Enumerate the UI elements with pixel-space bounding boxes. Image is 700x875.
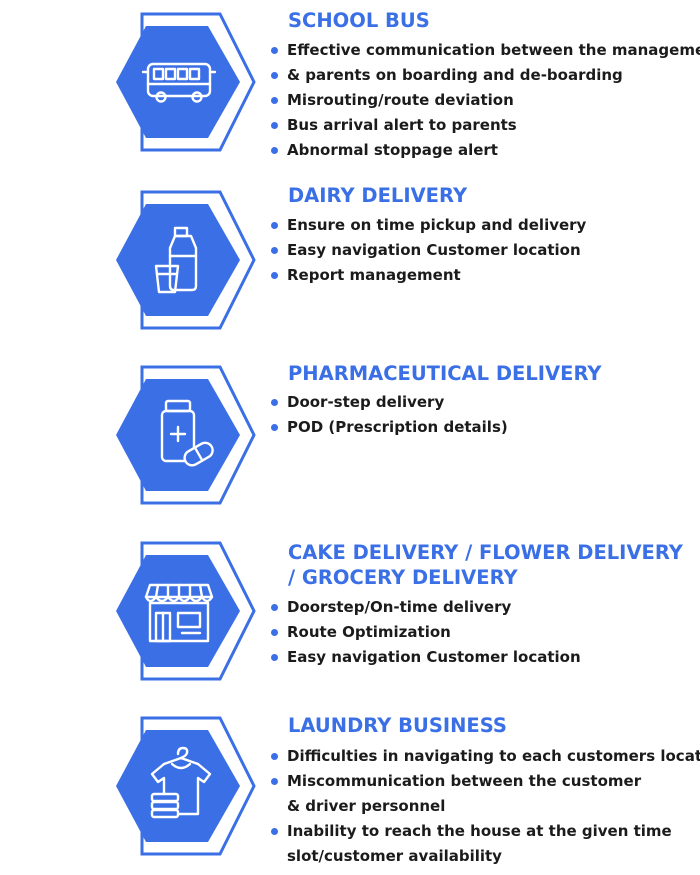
- list-item: Misrouting/route deviation: [271, 88, 700, 113]
- school-bus-icon: [141, 62, 217, 103]
- section-cake-flower-grocery-delivery: CAKE DELIVERY / FLOWER DELIVERY / GROCER…: [0, 532, 700, 692]
- bullet-icon: [271, 272, 278, 279]
- bullet-icon: [271, 604, 278, 611]
- list-item-continuation: slot/customer availability: [287, 847, 502, 865]
- bullet-icon: [271, 828, 278, 835]
- bullet-icon: [271, 629, 278, 636]
- laundry-shirt-icon: [150, 746, 212, 819]
- bullet-icon: [271, 654, 278, 661]
- bullet-icon: [271, 399, 278, 406]
- section-title-line: CAKE DELIVERY / FLOWER DELIVERY: [288, 541, 683, 564]
- bullet-icon: [271, 778, 278, 785]
- bullet-icon: [271, 97, 278, 104]
- list-item: Bus arrival alert to parents: [271, 113, 700, 138]
- section-title: LAUNDRY BUSINESS: [288, 714, 507, 737]
- hexagon-badge: [112, 716, 262, 856]
- section-laundry-business: LAUNDRY BUSINESS Difficulties in navigat…: [0, 708, 700, 875]
- feature-list: Doorstep/On-time delivery Route Optimiza…: [271, 595, 581, 670]
- bullet-icon: [271, 247, 278, 254]
- bullet-icon: [271, 147, 278, 154]
- bullet-icon: [271, 72, 278, 79]
- list-item: Ensure on time pickup and delivery: [271, 213, 586, 238]
- hexagon-badge: [112, 190, 262, 330]
- section-title: CAKE DELIVERY / FLOWER DELIVERY / GROCER…: [288, 540, 683, 590]
- list-item: Miscommunication between the customer: [271, 769, 700, 794]
- section-dairy-delivery: DAIRY DELIVERY Ensure on time pickup and…: [0, 180, 700, 340]
- feature-list: Difficulties in navigating to each custo…: [271, 744, 700, 869]
- list-item: Easy navigation Customer location: [271, 238, 586, 263]
- section-school-bus: SCHOOL BUS Effective communication betwe…: [0, 0, 700, 170]
- list-item: Route Optimization: [271, 620, 581, 645]
- list-item: Easy navigation Customer location: [271, 645, 581, 670]
- list-item: POD (Prescription details): [271, 415, 508, 440]
- section-pharmaceutical-delivery: PHARMACEUTICAL DELIVERY Door-step delive…: [0, 355, 700, 520]
- feature-list: Door-step delivery POD (Prescription det…: [271, 390, 508, 440]
- section-title: SCHOOL BUS: [288, 9, 430, 32]
- list-item: & parents on boarding and de-boarding: [271, 63, 700, 88]
- milk-bottle-icon: [154, 226, 198, 294]
- medicine-bottle-icon: [160, 399, 214, 467]
- section-title-line: / GROCERY DELIVERY: [288, 566, 518, 589]
- section-title: PHARMACEUTICAL DELIVERY: [288, 362, 602, 385]
- section-title: DAIRY DELIVERY: [288, 184, 468, 207]
- list-item: Difficulties in navigating to each custo…: [271, 744, 700, 769]
- hexagon-badge: [112, 365, 262, 505]
- bullet-icon: [271, 753, 278, 760]
- bullet-icon: [271, 47, 278, 54]
- hexagon-badge: [112, 541, 262, 681]
- storefront-icon: [144, 583, 214, 643]
- list-item: Inability to reach the house at the give…: [271, 819, 700, 844]
- list-item: Door-step delivery: [271, 390, 508, 415]
- list-item: Doorstep/On-time delivery: [271, 595, 581, 620]
- hexagon-badge: [112, 12, 262, 152]
- bullet-icon: [271, 424, 278, 431]
- bullet-icon: [271, 122, 278, 129]
- bullet-icon: [271, 222, 278, 229]
- feature-list: Ensure on time pickup and delivery Easy …: [271, 213, 586, 288]
- list-item: Effective communication between the mana…: [271, 38, 700, 63]
- list-item: Abnormal stoppage alert: [271, 138, 700, 163]
- list-item: Report management: [271, 263, 586, 288]
- feature-list: Effective communication between the mana…: [271, 38, 700, 163]
- list-item-continuation: & driver personnel: [287, 797, 446, 815]
